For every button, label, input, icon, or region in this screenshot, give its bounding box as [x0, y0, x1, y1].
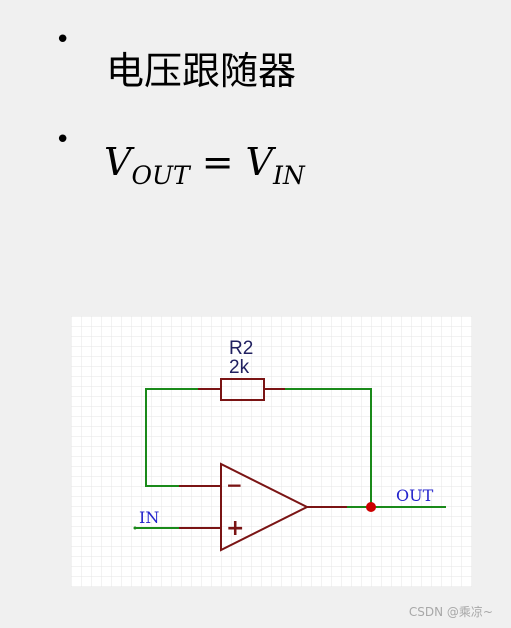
opamp-minus-sign: − — [226, 473, 243, 497]
formula-equals: = — [201, 140, 234, 184]
feedback-wire-left — [145, 388, 221, 487]
input-net-label: IN — [139, 508, 159, 527]
feedback-wire-right — [285, 388, 372, 507]
watermark: CSDN @乘凉~ — [408, 605, 493, 619]
input-wire-end — [133, 526, 137, 530]
bullet-dot: • — [55, 125, 71, 155]
resistor-value-label: 2k — [229, 357, 250, 378]
opamp-plus-sign: + — [226, 516, 244, 541]
formula-v-in: V — [245, 140, 273, 184]
voltage-follower-schematic: R2 2k − + IN OUT — [71, 316, 472, 587]
formula-in-subscript: IN — [273, 161, 305, 190]
formula: VOUT=VIN — [104, 140, 305, 190]
resistor-r2 — [198, 378, 285, 401]
schematic-grid — [71, 316, 472, 587]
output-net-label: OUT — [396, 486, 434, 505]
bullet-dot: • — [55, 25, 71, 55]
opamp — [179, 462, 347, 552]
slide-title: 电压跟随器 — [106, 49, 297, 93]
output-junction-dot — [366, 502, 376, 512]
opamp-body — [220, 462, 310, 552]
resistor-ref-label: R2 — [229, 338, 253, 359]
formula-out-subscript: OUT — [131, 161, 190, 190]
formula-v-out: V — [104, 140, 132, 184]
